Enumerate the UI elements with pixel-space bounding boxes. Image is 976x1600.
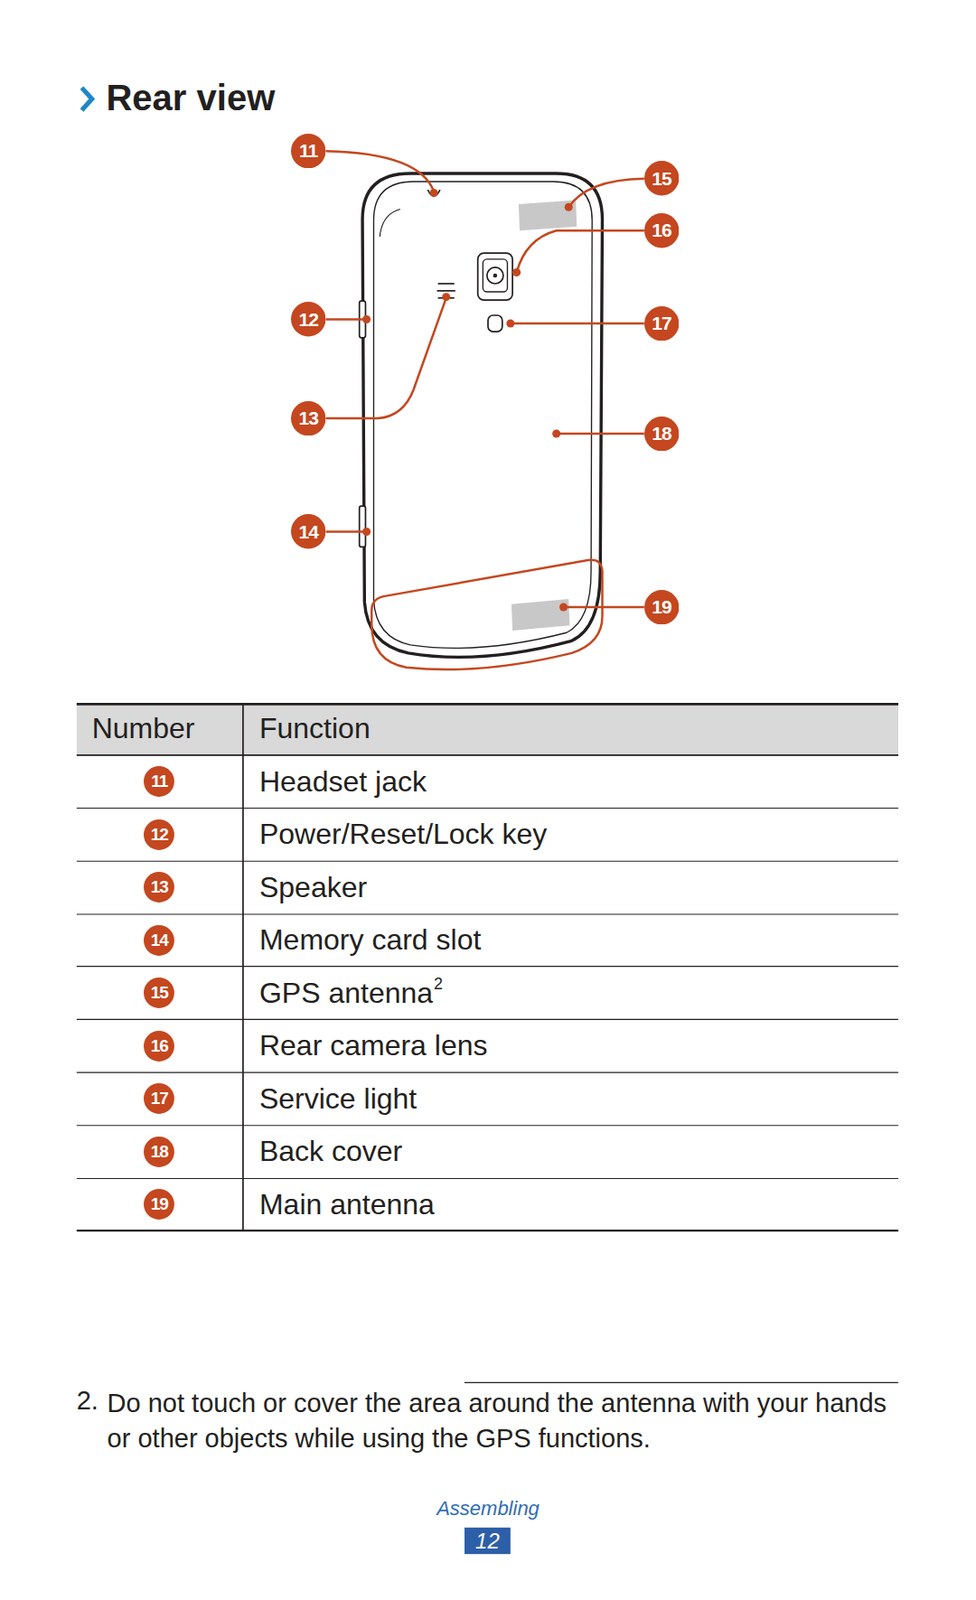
- table-callout-number: 18: [143, 1136, 175, 1168]
- page-number-box: [464, 1528, 511, 1555]
- callout-circle-fill: [290, 133, 326, 169]
- footnote-number: 2.: [76, 1386, 99, 1417]
- callout-number: 18: [644, 416, 679, 451]
- table-cell: Memory card slot: [259, 923, 481, 958]
- callout-number-text: 13: [143, 872, 175, 903]
- callout-number-text: 19: [644, 590, 679, 625]
- callout-number-text: 15: [143, 977, 175, 1009]
- callout-number-text: 14: [143, 925, 175, 957]
- leader-dots: [362, 188, 573, 612]
- callout-number-text: 12: [143, 819, 175, 851]
- table-callout-number: 15: [143, 977, 175, 1009]
- table-callout-number: 19: [143, 1189, 175, 1220]
- table-cell: Main antenna: [259, 1188, 435, 1222]
- callout-circle-fill: [644, 590, 679, 625]
- table-header: Number: [92, 712, 196, 746]
- table-callout-number: 13: [143, 872, 175, 903]
- page-number: 12: [475, 1529, 500, 1555]
- callout-number-text: 16: [143, 1031, 175, 1062]
- page-section-name: Assembling: [436, 1497, 540, 1521]
- callout-circle-fill: [143, 819, 175, 851]
- phone-back: [359, 173, 603, 657]
- callout-number-text: 19: [143, 1189, 175, 1220]
- table-callout-number: 16: [143, 1031, 175, 1062]
- callout-circle-fill: [143, 872, 175, 903]
- callout-circle-fill: [143, 1083, 175, 1115]
- table-cell: GPS antenna: [259, 976, 433, 1011]
- callout-number-text: 11: [290, 133, 326, 169]
- callout-number: 14: [290, 514, 326, 549]
- footnote-text: Do not touch or cover the area around th…: [107, 1386, 914, 1457]
- callout-number: 13: [290, 401, 326, 436]
- footnote-marker: 2: [433, 975, 443, 995]
- callout-circle-fill: [644, 160, 679, 196]
- callout-circle-fill: [143, 1189, 175, 1220]
- table-cell: Rear camera lens: [259, 1029, 488, 1063]
- callout-circle-fill: [143, 766, 175, 798]
- callout-number: 15: [644, 160, 679, 196]
- table-header: Function: [259, 712, 371, 746]
- callout-number: 11: [290, 133, 326, 169]
- callout-number-text: 12: [290, 301, 326, 337]
- callout-number: 19: [644, 590, 679, 625]
- callout-number-text: 18: [644, 416, 679, 451]
- callout-number-text: 17: [644, 306, 679, 341]
- callout-number: 12: [290, 301, 326, 337]
- callout-number: 17: [644, 306, 679, 341]
- callout-number: 16: [644, 213, 679, 248]
- gps-antenna-area: [518, 199, 577, 231]
- callout-circle-fill: [143, 1136, 175, 1168]
- callout-circle-fill: [644, 416, 679, 451]
- table-cell: Headset jack: [259, 765, 427, 799]
- callout-circle-fill: [644, 306, 679, 341]
- callout-number-text: 17: [143, 1083, 175, 1115]
- main-antenna-outline: [371, 560, 602, 670]
- table-cell: Back cover: [259, 1135, 403, 1169]
- table-callout-number: 14: [143, 925, 175, 957]
- callout-number-text: 13: [290, 401, 326, 436]
- main-antenna-area: [511, 599, 570, 631]
- callout-circle-fill: [290, 401, 326, 436]
- callout-number-text: 11: [143, 766, 175, 798]
- callout-number-text: 14: [290, 514, 326, 549]
- callout-number-text: 16: [644, 213, 679, 248]
- callout-circle-fill: [143, 1031, 175, 1062]
- table-cell: Power/Reset/Lock key: [259, 817, 547, 852]
- callout-circle-fill: [290, 301, 326, 337]
- table-callout-number: 17: [143, 1083, 175, 1115]
- callout-number-text: 18: [143, 1136, 175, 1168]
- callout-circle-fill: [644, 213, 679, 248]
- callout-circle-fill: [143, 925, 175, 957]
- callout-number-text: 15: [644, 160, 679, 196]
- parts-table: [76, 703, 899, 1231]
- heading-chevron: [81, 87, 92, 111]
- table-callout-number: 12: [143, 819, 175, 851]
- section-heading: Rear view: [105, 77, 275, 119]
- footnote-rule: [464, 1382, 899, 1384]
- leader-lines: [325, 150, 644, 608]
- table-cell: Service light: [259, 1082, 417, 1117]
- table-cell: Speaker: [259, 871, 367, 905]
- callout-circle-fill: [143, 977, 175, 1009]
- callout-circle-fill: [290, 514, 326, 549]
- table-callout-number: 11: [143, 766, 175, 798]
